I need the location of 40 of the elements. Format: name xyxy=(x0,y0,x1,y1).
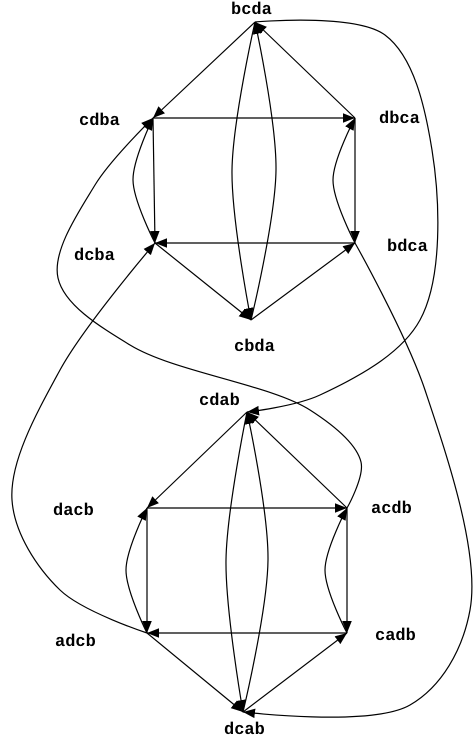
arrow xyxy=(250,22,277,320)
node-label: dcab xyxy=(222,712,268,740)
arrow xyxy=(154,242,252,320)
arrow xyxy=(332,118,356,244)
arrow xyxy=(152,22,256,118)
arrow xyxy=(11,242,156,634)
arrow xyxy=(155,238,355,248)
node-label: bdca xyxy=(355,239,431,257)
arrow xyxy=(242,412,269,712)
arrow xyxy=(146,632,244,712)
arrow xyxy=(153,113,355,123)
node-label: dacb xyxy=(51,503,147,521)
arrow xyxy=(142,508,152,633)
node-label: acdb xyxy=(347,501,415,519)
node-label: cdba xyxy=(77,113,153,131)
node-label: cadb xyxy=(347,628,419,646)
arrow xyxy=(242,242,472,718)
arrow xyxy=(254,22,356,118)
arrow xyxy=(147,503,347,513)
arrow xyxy=(146,412,248,508)
arrow xyxy=(150,118,160,244)
arrow xyxy=(56,118,362,508)
arrow xyxy=(342,508,352,633)
arrow xyxy=(125,508,148,634)
arrow xyxy=(246,20,438,416)
arrow xyxy=(250,242,356,320)
arrow xyxy=(132,118,156,244)
arrow xyxy=(225,412,248,712)
node-label: dbca xyxy=(355,111,423,129)
arrow xyxy=(246,412,348,508)
arrow xyxy=(350,118,360,243)
arrow xyxy=(242,632,348,712)
node-label: adcb xyxy=(53,633,147,652)
arrow xyxy=(147,628,347,638)
node-label: dcba xyxy=(72,243,155,266)
arrow xyxy=(231,22,256,320)
arrow xyxy=(324,508,348,634)
node-label: bcda xyxy=(229,2,275,22)
node-label: cbda xyxy=(232,320,278,357)
node-label: cdab xyxy=(197,393,247,412)
